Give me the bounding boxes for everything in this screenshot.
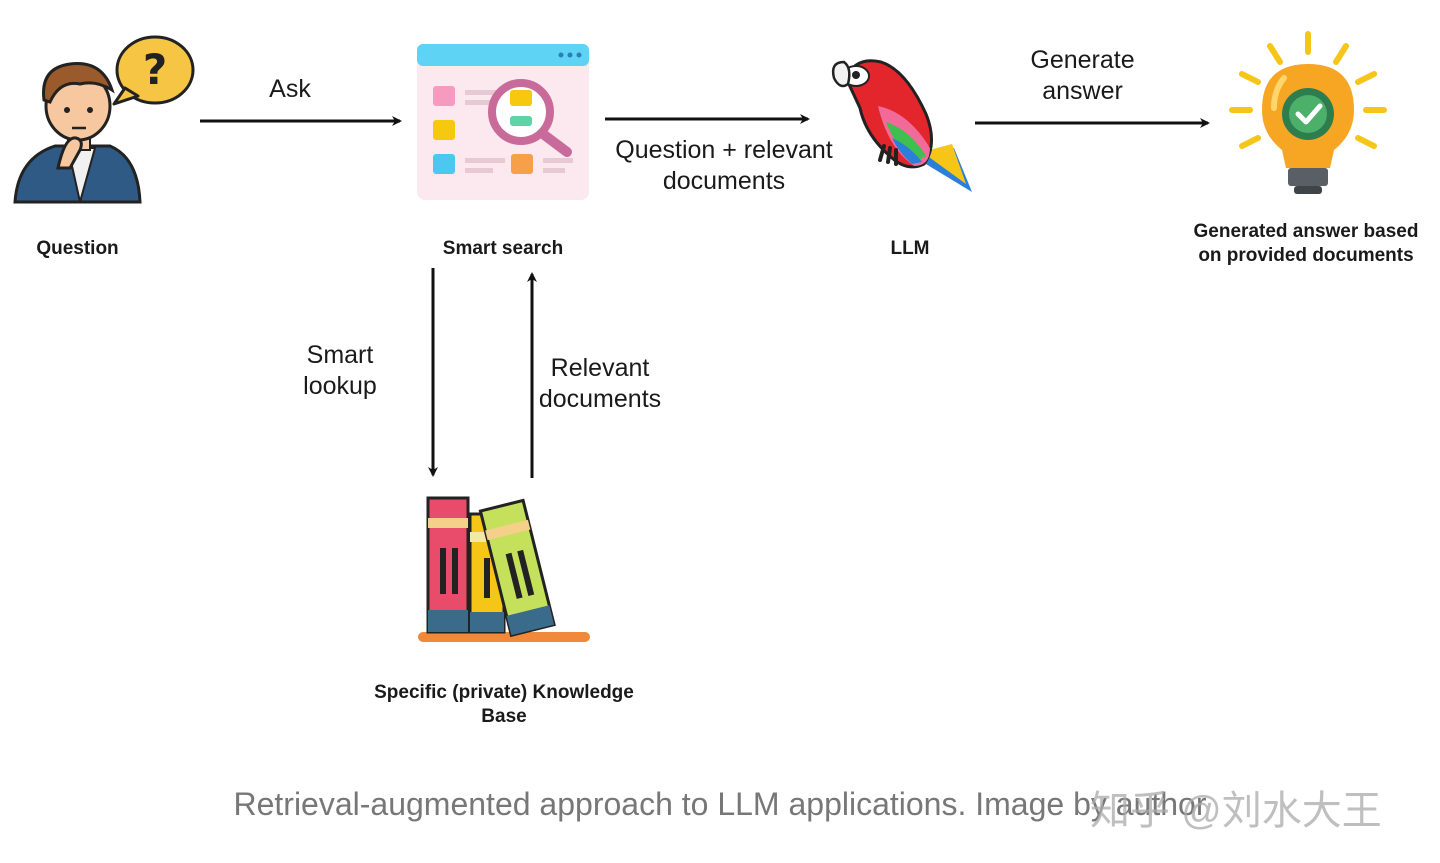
lightbulb-check-icon [1229, 31, 1387, 194]
lookup-label: Smart lookup [303, 341, 377, 400]
knowledge-base-label: Specific (private) Knowledge Base [374, 682, 634, 727]
svg-text:?: ? [143, 45, 167, 94]
smart-search-label: Smart search [442, 238, 564, 259]
answer-label: Generated answer based on provided docum… [1193, 221, 1419, 266]
llm-label: LLM [890, 238, 930, 259]
question-label: Question [36, 238, 119, 259]
relevant-label: Relevant documents [538, 354, 662, 413]
question-docs-label: Question + relevant documents [615, 136, 833, 195]
generate-label: Generate answer [1030, 46, 1135, 105]
thinking-person-icon: ? [13, 35, 195, 204]
books-icon [418, 496, 590, 642]
watermark: 知乎 @刘水大王 [1090, 789, 1382, 833]
parrot-icon [831, 59, 972, 192]
ask-label: Ask [269, 75, 311, 103]
search-window-icon [417, 44, 589, 200]
figure-caption: Retrieval-augmented approach to LLM appl… [233, 786, 1207, 822]
